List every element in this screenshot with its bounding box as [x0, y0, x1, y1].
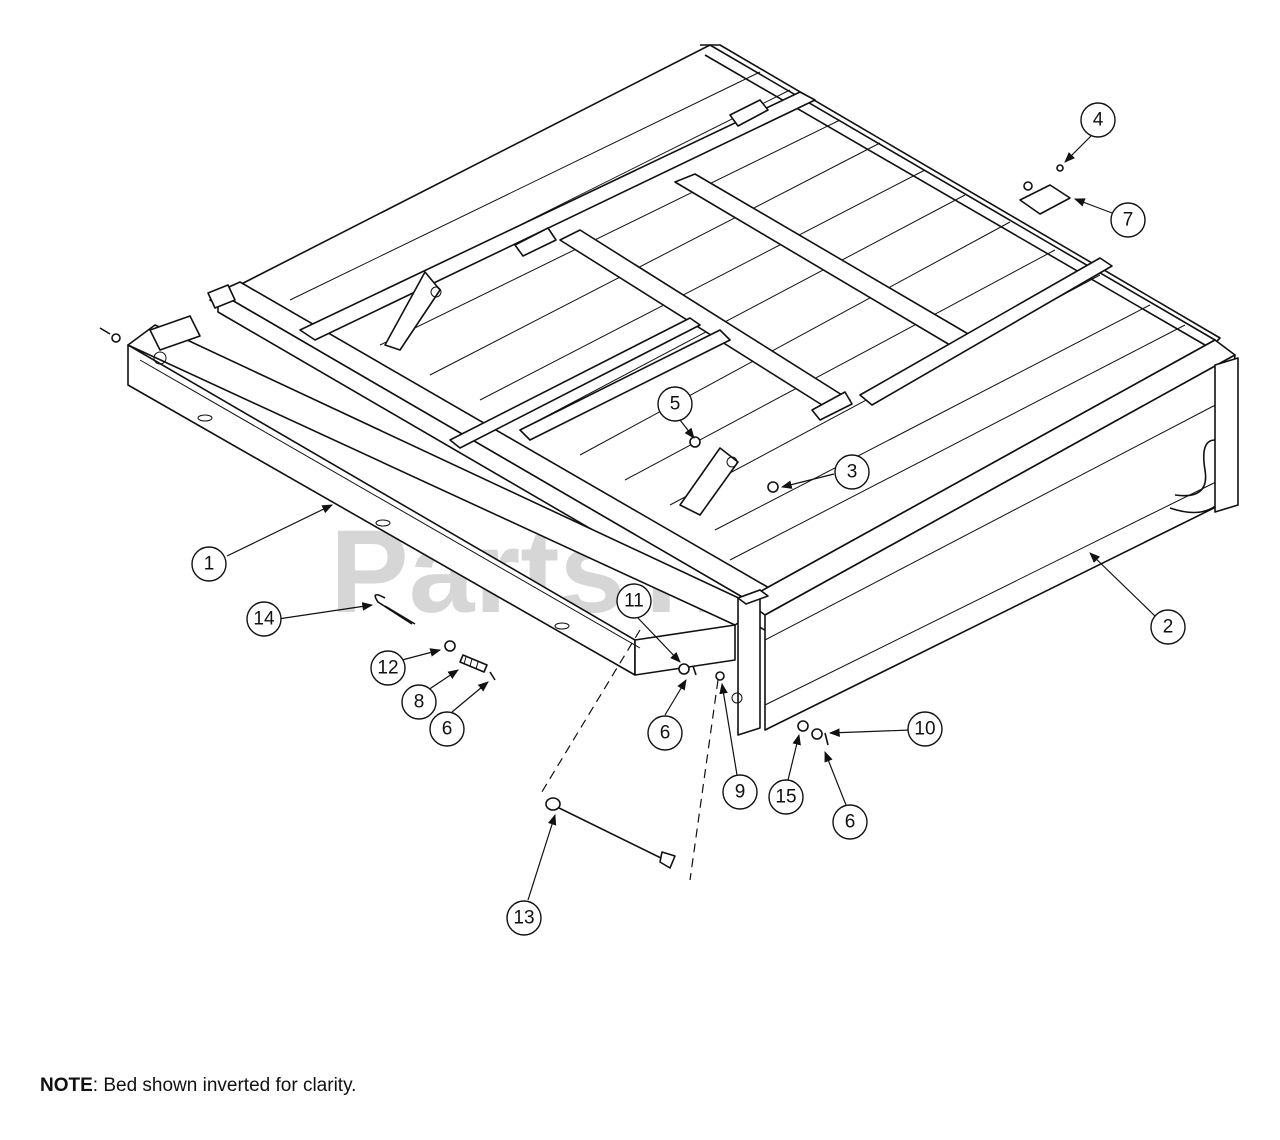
latch-assembly: [374, 594, 496, 681]
svg-text:8: 8: [414, 692, 425, 713]
svg-text:10: 10: [914, 719, 935, 740]
note-text: : Bed shown inverted for clarity.: [92, 1075, 357, 1096]
right-side-panel: [731, 339, 1239, 736]
svg-text:6: 6: [442, 719, 453, 740]
leader-lines: [226, 135, 1156, 901]
svg-text:6: 6: [845, 812, 856, 833]
callouts: 1 2 3 4 5 6 6 6: [191, 102, 1186, 936]
callout-7: 7: [1110, 202, 1146, 238]
svg-text:15: 15: [775, 787, 796, 808]
callout-15: 15: [768, 779, 804, 815]
callout-6c: 6: [832, 804, 868, 840]
hinge-brackets: [384, 99, 1071, 516]
callout-9: 9: [722, 774, 758, 810]
svg-text:7: 7: [1123, 210, 1134, 231]
svg-text:12: 12: [377, 658, 398, 679]
callout-3: 3: [834, 454, 870, 490]
callout-13: 13: [506, 900, 542, 936]
callout-10: 10: [907, 711, 943, 747]
svg-text:2: 2: [1163, 617, 1174, 638]
hardware: [99, 164, 1064, 746]
left-side-panel: [127, 284, 761, 676]
svg-text:14: 14: [253, 609, 275, 630]
callout-14: 14: [246, 601, 282, 637]
callout-2: 2: [1150, 609, 1186, 645]
callout-5: 5: [657, 386, 693, 422]
svg-text:6: 6: [660, 723, 671, 744]
svg-text:13: 13: [513, 908, 534, 929]
callout-6a: 6: [429, 711, 465, 747]
svg-text:11: 11: [624, 591, 644, 612]
callout-11: 11: [616, 583, 652, 619]
note-label: NOTE: [40, 1075, 93, 1096]
svg-text:5: 5: [670, 394, 681, 415]
svg-text:3: 3: [847, 462, 858, 483]
callout-8: 8: [401, 684, 437, 720]
callout-1: 1: [191, 546, 227, 582]
support-cable: [539, 629, 719, 881]
svg-text:1: 1: [204, 554, 215, 575]
callout-6b: 6: [647, 715, 683, 751]
svg-text:9: 9: [735, 782, 746, 803]
svg-text:4: 4: [1093, 110, 1104, 131]
callout-4: 4: [1080, 102, 1116, 138]
diagram-note: NOTE: Bed shown inverted for clarity.: [40, 1075, 356, 1097]
callout-12: 12: [370, 650, 406, 686]
